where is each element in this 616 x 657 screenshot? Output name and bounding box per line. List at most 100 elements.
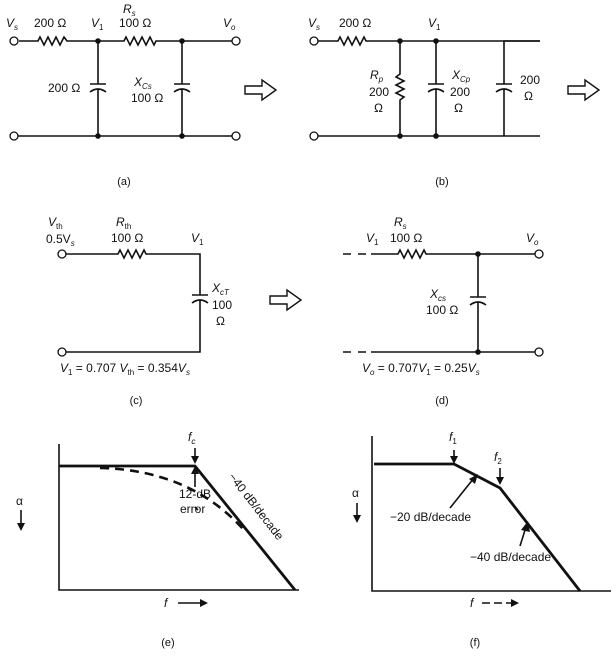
panel-a-gnd-terminal-right xyxy=(231,131,241,141)
panel-c-xct-unit: Ω xyxy=(216,314,225,328)
arrow-a-to-b xyxy=(244,78,278,102)
panel-e-actual-curve xyxy=(99,466,245,531)
panel-b-capacitor-xcp xyxy=(427,41,445,136)
panel-f: f1 f2 α −20 dB/decade −40 dB/decade f (f… xyxy=(352,430,611,649)
panel-e-alpha-arrowhead xyxy=(17,523,25,531)
panel-a-xcs-value: 100 Ω xyxy=(131,91,163,105)
panel-d-rs-value: 100 Ω xyxy=(390,231,422,245)
panel-b-rp-name: Rp xyxy=(370,68,384,84)
panel-a-vo-label: Vo xyxy=(223,16,236,32)
panel-e-error-label-1: 12-dB xyxy=(179,487,211,501)
panel-a-capacitor-xcs xyxy=(173,41,191,136)
panel-a-v1-label: V1 xyxy=(91,16,104,32)
panel-a-vs-terminal xyxy=(9,36,19,46)
panel-e-axes xyxy=(58,444,299,591)
panel-e-caption: (e) xyxy=(161,637,174,649)
panel-c-v1-label: V1 xyxy=(191,231,204,247)
panel-b-xcp-value: 200 xyxy=(450,85,470,99)
panel-d-xcs-name: Xcs xyxy=(429,287,446,303)
panel-c-vth-label: Vth xyxy=(48,215,63,231)
panel-e-f-arrowhead xyxy=(200,599,208,607)
panel-f-f1-label: f1 xyxy=(449,430,457,446)
panel-a-xcs-name: XCs xyxy=(133,75,152,91)
panel-d: V1 Rs 100 Ω Vo Xcs 100 Ω Vo = 0.707V1 = … xyxy=(343,215,544,407)
panel-a-c1-label: 200 Ω xyxy=(48,81,80,95)
panel-a-vs-label: Vs xyxy=(6,16,18,32)
panel-b-rp-value: 200 xyxy=(369,85,389,99)
panel-f-alpha-label: α xyxy=(352,486,359,500)
panel-f-slope1-arrowhead xyxy=(469,474,478,484)
panel-f-response-curve xyxy=(374,462,582,592)
panel-d-vo-label: Vo xyxy=(526,231,539,247)
panel-f-f-arrowhead xyxy=(511,599,519,607)
panel-b-resistor-rp xyxy=(394,41,406,136)
panel-b-xcp-unit: Ω xyxy=(454,101,463,115)
panel-c: Vth 0.5Vs Rth 100 Ω V1 XcT 100 Ω V1 = 0.… xyxy=(46,215,232,407)
panel-f-slope1-pointer xyxy=(449,477,475,509)
arrow-b-continue xyxy=(567,78,601,102)
panel-e-fc-arrowhead xyxy=(191,456,199,464)
panel-b-c-value: 200 xyxy=(520,73,540,87)
panel-b-r1-label: 200 Ω xyxy=(339,16,371,30)
arrow-c-to-d xyxy=(269,288,303,312)
panel-e-error-arrowhead-up xyxy=(191,466,199,474)
panel-d-gnd-terminal xyxy=(534,347,544,357)
panel-c-vth-value: 0.5Vs xyxy=(46,232,75,248)
panel-d-rs-name: Rs xyxy=(394,215,407,231)
panel-c-caption: (c) xyxy=(130,395,143,407)
panel-c-xct-name: XcT xyxy=(211,281,230,297)
panel-a-caption: (a) xyxy=(117,176,130,188)
panel-f-slope2-label: −40 dB/decade xyxy=(470,550,551,564)
panel-d-top-wire xyxy=(343,248,535,260)
panel-f-alpha-arrowhead xyxy=(353,515,361,523)
panel-a-vo-terminal xyxy=(231,36,241,46)
panel-a-rs-name: Rs xyxy=(123,2,136,18)
panel-e-slope-label: −40 dB/decade xyxy=(226,470,287,543)
panel-b: Vs 200 Ω V1 Rp 200 Ω XCp 200 Ω 200 Ω (b) xyxy=(308,16,540,188)
panel-c-vth-terminal xyxy=(57,249,67,259)
panel-c-gnd-terminal xyxy=(57,347,67,357)
panel-e-error-tick xyxy=(194,506,199,511)
panel-a: Vs 200 Ω V1 Rs 100 Ω Vo 200 Ω XCs 100 Ω … xyxy=(6,2,241,188)
panel-c-rth-value: 100 Ω xyxy=(111,231,143,245)
panel-f-f2-label: f2 xyxy=(494,450,502,466)
panel-f-axes xyxy=(371,436,611,592)
panel-b-caption: (b) xyxy=(435,176,448,188)
panel-b-c-unit: Ω xyxy=(524,89,533,103)
panel-f-caption: (f) xyxy=(470,637,480,649)
panel-e-error-label-2: error xyxy=(180,502,205,516)
panel-a-r1-label: 200 Ω xyxy=(34,16,66,30)
panel-d-v1-label: V1 xyxy=(366,231,379,247)
panel-b-gnd-terminal xyxy=(309,131,319,141)
panel-e: fc α −40 dB/decade 12-dB error f (e) xyxy=(16,430,299,649)
panel-c-xct-value: 100 xyxy=(212,298,232,312)
panel-f-f1-arrowhead xyxy=(450,456,458,464)
panel-b-v1-label: V1 xyxy=(428,16,441,32)
panel-e-asymptote-curve xyxy=(59,464,297,591)
panel-b-vs-label: Vs xyxy=(308,16,320,32)
panel-f-slope1-label: −20 dB/decade xyxy=(390,510,471,524)
panel-c-equation: V1 = 0.707 Vth = 0.354Vs xyxy=(60,361,190,377)
panel-b-xcp-name: XCp xyxy=(451,68,471,84)
panel-c-circuit-wire xyxy=(66,248,209,353)
panel-f-f2-arrowhead xyxy=(496,477,504,485)
panel-d-equation: Vo = 0.707V1 = 0.25Vs xyxy=(362,361,480,377)
panel-a-rs-value: 100 Ω xyxy=(119,16,151,30)
panel-b-top-wire xyxy=(318,35,540,47)
panel-f-slope2-arrowhead xyxy=(521,521,530,532)
panel-b-rp-unit: Ω xyxy=(374,101,383,115)
panel-e-f-label: f xyxy=(164,596,169,610)
panel-d-capacitor-xcs xyxy=(469,254,487,352)
panel-a-top-wire xyxy=(19,35,232,47)
panel-e-alpha-label: α xyxy=(16,494,23,508)
panel-c-rth-name: Rth xyxy=(116,215,131,231)
panel-d-vo-terminal xyxy=(534,249,544,259)
panel-b-vs-terminal xyxy=(309,36,319,46)
panel-f-f-label: f xyxy=(470,596,475,610)
panel-b-capacitor-200 xyxy=(495,40,540,136)
panel-a-gnd-terminal-left xyxy=(9,131,19,141)
panel-d-xcs-value: 100 Ω xyxy=(426,303,458,317)
panel-d-caption: (d) xyxy=(435,395,448,407)
panel-e-fc-label: fc xyxy=(188,430,195,446)
